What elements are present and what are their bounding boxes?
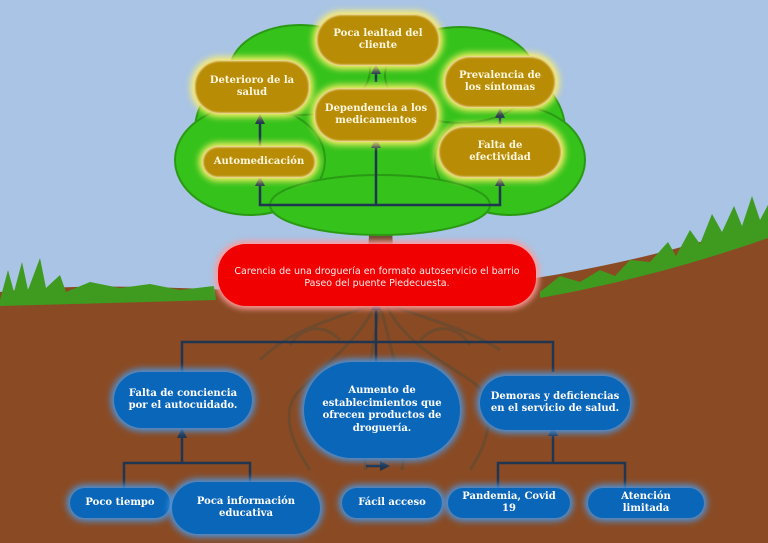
cause-arrowheads [177, 300, 558, 471]
cause-facil-acceso: Fácil acceso [342, 488, 442, 518]
cause-demoras-deficiencias: Demoras y deficiencias en el servicio de… [480, 376, 630, 430]
grass-right [540, 196, 768, 298]
cause-aumento-establecimientos: Aumento de establecimientos que ofrecen … [304, 362, 460, 458]
cause-connectors [122, 300, 627, 490]
cause-poco-tiempo: Poco tiempo [70, 488, 170, 518]
grass [0, 258, 216, 306]
effect-automedicacion: Automedicación [202, 146, 316, 178]
effect-dependencia-medicamentos: Dependencia a los medicamentos [314, 88, 438, 142]
effect-arrowheads [255, 64, 505, 186]
effect-prevalencia-sintomas: Prevalencia de los síntomas [444, 56, 556, 108]
effect-deterioro-salud: Deterioro de la salud [194, 60, 310, 114]
cause-atencion-limitada: Atención limitada [588, 488, 704, 518]
cause-pandemia: Pandemia, Covid 19 [448, 488, 570, 518]
effect-poca-lealtad: Poca lealtad del cliente [316, 14, 440, 66]
cause-falta-conciencia: Falta de conciencia por el autocuidado. [114, 372, 252, 428]
central-problem: Carencia de una droguería en formato aut… [218, 244, 536, 306]
cause-poca-informacion: Poca información educativa [172, 482, 320, 534]
effect-falta-efectividad: Falta de efectividad [438, 126, 562, 178]
